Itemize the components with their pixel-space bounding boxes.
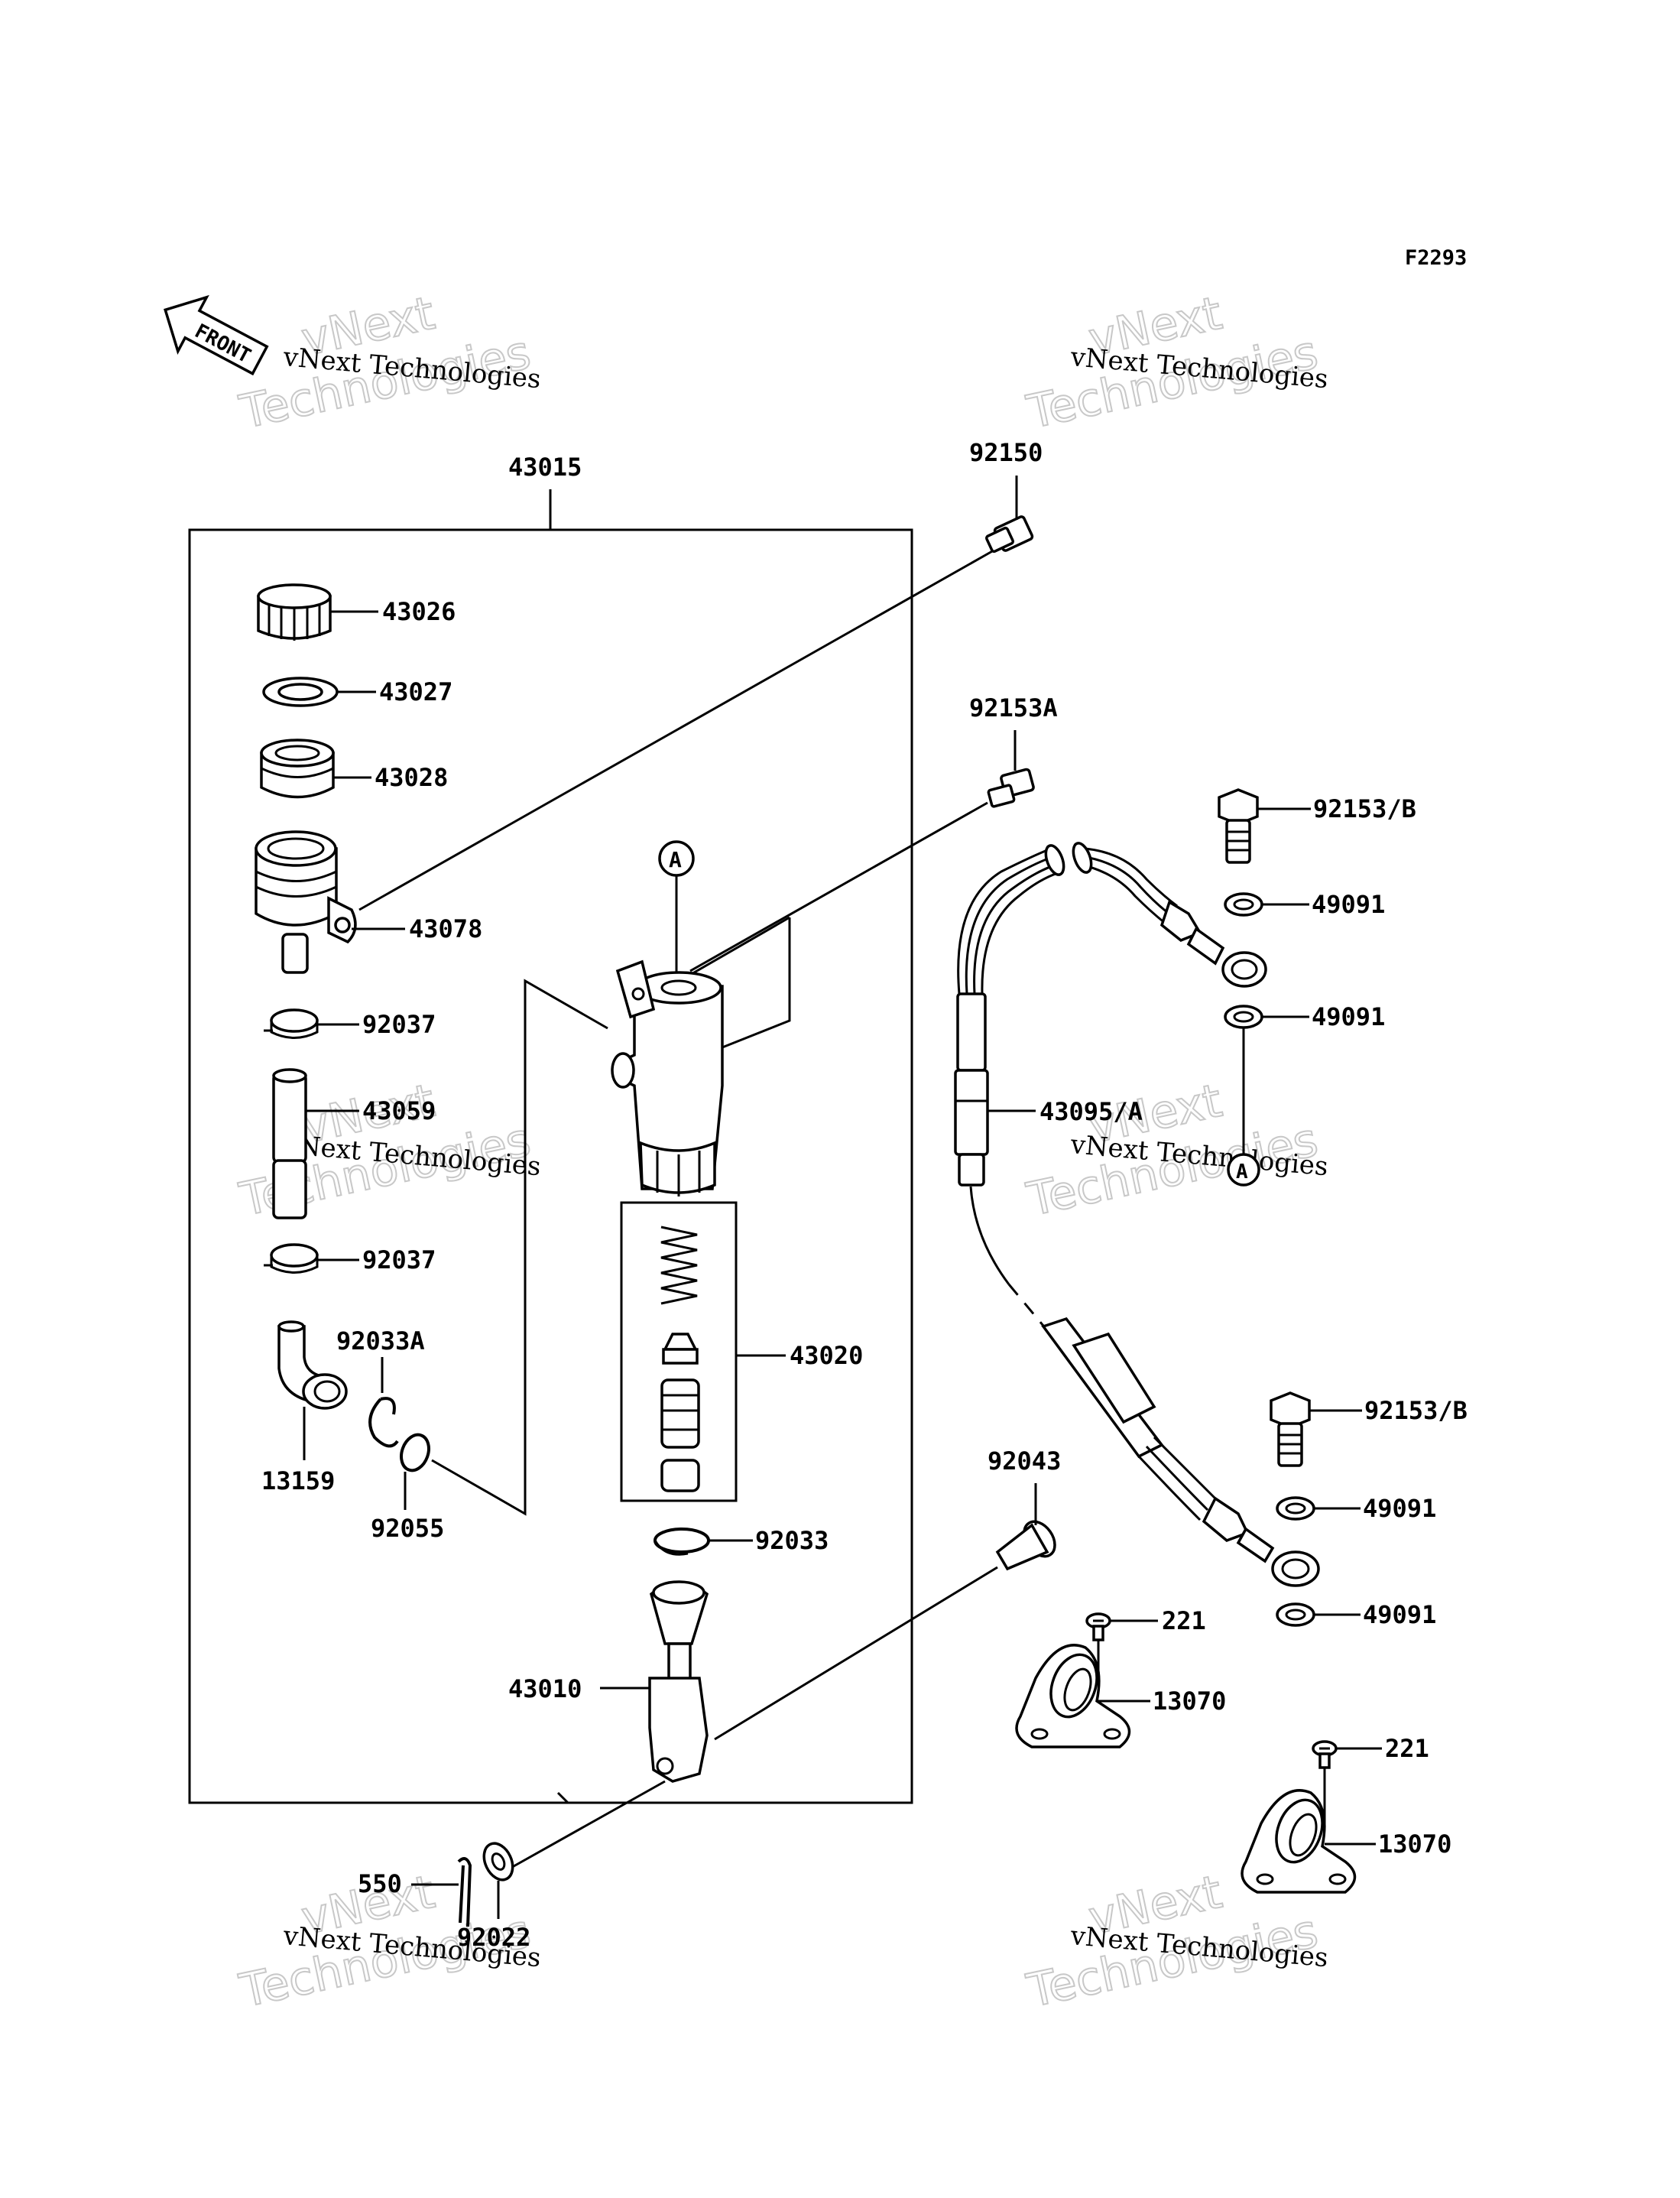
label-49091-4: 49091 [1363,1600,1436,1629]
part-43078-reservoir: 43078 [255,830,482,974]
label-92153b-top: 92153/B [1313,794,1416,823]
ref-marker-a-top: A [658,840,695,982]
label-43020: 43020 [790,1341,863,1370]
label-43026: 43026 [382,597,456,626]
part-13070-holder-1: 13070 [1015,1640,1226,1748]
label-221-2: 221 [1385,1734,1429,1763]
label-550: 550 [358,1869,402,1898]
part-92037-clamp-1: 92037 [264,1008,436,1039]
label-92153a: 92153A [969,693,1058,722]
label-13070-1: 13070 [1153,1687,1226,1716]
label-221-1: 221 [1162,1606,1206,1635]
label-49091-3: 49091 [1363,1494,1436,1523]
part-92153a-bolt: 92153A [689,693,1058,972]
part-49091-washer-1: 49091 [1224,890,1385,919]
ref-marker-a-right: A [1227,1153,1260,1187]
label-43078: 43078 [409,914,482,943]
part-92033-circlip: 92033 [654,1526,829,1556]
part-master-cylinder-body [611,959,724,1196]
part-92055-o-ring: 92055 [371,1433,444,1543]
part-43020-piston-kit: 43020 [620,1201,863,1502]
part-43010-push-rod: 43010 [508,1580,709,1783]
part-550-cotter-pin: 550 [358,1857,472,1927]
label-49091-1: 49091 [1312,890,1385,919]
part-92033a-circlip: 92033A [336,1326,425,1448]
label-13070-2: 13070 [1378,1830,1451,1859]
label-92153b-bottom: 92153/B [1364,1396,1468,1425]
part-13070-holder-2: 13070 [1241,1768,1451,1894]
svg-text:A: A [1236,1161,1248,1183]
label-43059: 43059 [362,1096,436,1125]
part-221-screw-2: 221 [1312,1734,1429,1769]
watermark-top-right: vNext Technologies vNext Technologies [1022,286,1330,440]
part-92037-clamp-2: 92037 [264,1243,436,1274]
part-49091-washer-4: 49091 [1276,1600,1436,1629]
part-92043-pin: 92043 [714,1446,1061,1741]
part-92153b-bottom-banjo-bolt: 92153/B [1270,1391,1468,1467]
label-92037-1: 92037 [362,1010,436,1039]
label-92033a: 92033A [336,1326,425,1355]
part-92150-bolt: 92150 [358,438,1043,911]
part-43095a-brake-hose: 43095/A [954,842,1320,1587]
part-221-screw-1: 221 [1085,1606,1206,1641]
part-43027-diaphragm-plate: 43027 [262,677,452,707]
label-43027: 43027 [379,677,452,706]
front-arrow-icon: FRONT [164,294,269,376]
watermark-bottom-right: vNext Technologies vNext Technologies [1022,1865,1330,2019]
part-13159-elbow: 13159 [261,1320,348,1495]
assembly-box-43015: 43015 [188,453,913,1804]
part-92153b-top-banjo-bolt: 92153/B [1218,788,1416,864]
label-43010: 43010 [508,1674,582,1703]
label-43015: 43015 [508,453,582,482]
part-49091-washer-3: 49091 [1276,1494,1436,1523]
figure-code: F2293 [1405,246,1467,270]
part-43026-cap: 43026 [257,583,456,641]
label-43028: 43028 [375,763,448,792]
label-92022: 92022 [457,1923,530,1952]
label-92055: 92055 [371,1514,444,1543]
part-43059-hose: 43059 [272,1068,436,1219]
part-49091-washer-2: 49091 [1224,1002,1385,1154]
label-13159: 13159 [261,1466,335,1495]
part-92022-washer: 92022 [457,1842,530,1952]
label-43095a: 43095/A [1039,1097,1143,1126]
part-43028-diaphragm: 43028 [260,739,448,799]
label-92043: 92043 [988,1446,1061,1476]
label-92037-2: 92037 [362,1245,436,1274]
watermark-top-left: vNext Technologies vNext Technologies [235,286,543,440]
label-92150: 92150 [969,438,1043,467]
label-49091-2: 49091 [1312,1002,1385,1031]
svg-text:A: A [669,847,682,872]
label-92033: 92033 [755,1526,829,1555]
